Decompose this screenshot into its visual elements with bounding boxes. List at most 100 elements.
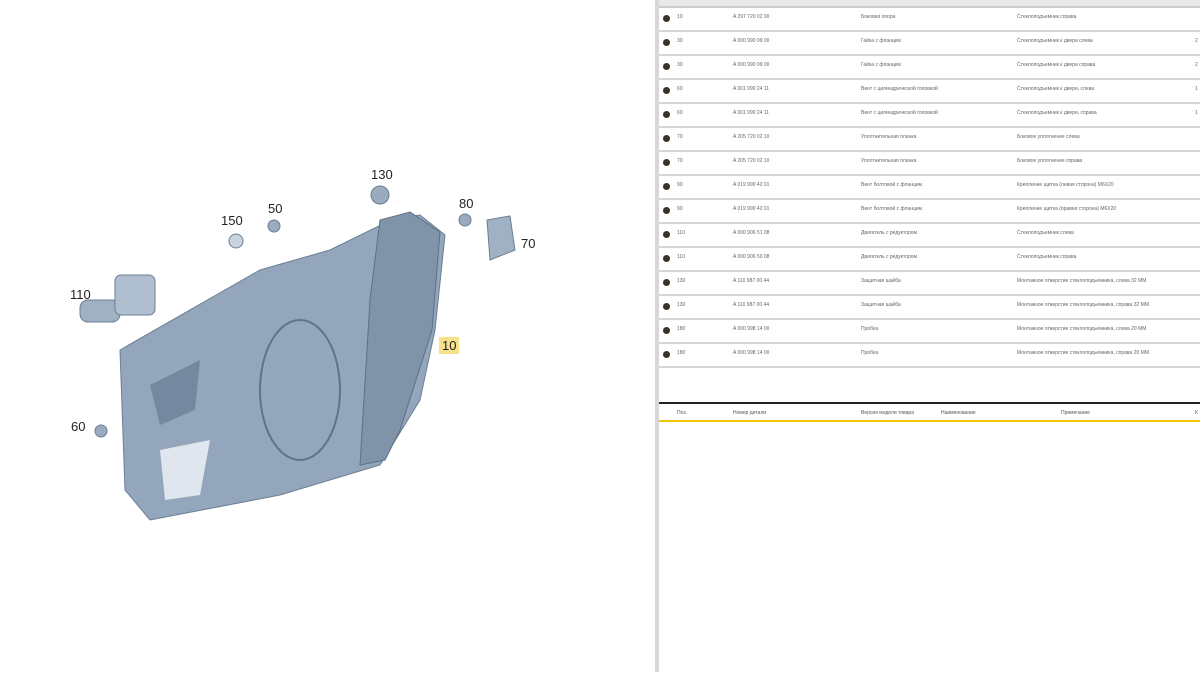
- cell-name: Уплотнительная планка: [861, 134, 917, 140]
- cell-name: Уплотнительная планка: [861, 158, 917, 164]
- cell-pos: 110: [677, 254, 685, 260]
- cell-qty: 1: [1195, 86, 1198, 92]
- cart-icon[interactable]: [663, 159, 670, 166]
- plug-150: [228, 233, 244, 249]
- cell-note: Стеклоподъемник справа: [1017, 254, 1077, 260]
- parts-diagram: 130 50 150 80 70 110 10 60: [70, 167, 536, 521]
- nut-50: [267, 219, 281, 233]
- cable: [259, 319, 341, 461]
- cell-name: Пробка: [861, 326, 879, 332]
- header-qty[interactable]: К: [1195, 410, 1198, 416]
- cell-pos: 30: [677, 62, 683, 68]
- cell-note: Стеклоподъемник к двери, справа: [1017, 110, 1097, 116]
- table-header: Поз. Номер детали Версия модели товара Н…: [659, 402, 1200, 422]
- motor-110: [79, 274, 156, 323]
- cart-icon[interactable]: [663, 279, 670, 286]
- cell-qty: 1: [1195, 110, 1198, 116]
- header-name[interactable]: Наименование: [941, 410, 976, 416]
- cell-note: Стеклоподъемник справа: [1017, 14, 1077, 20]
- callout-50[interactable]: 50: [268, 201, 283, 216]
- cell-part: A 205 720 02 10: [733, 158, 770, 164]
- callout-80[interactable]: 80: [459, 196, 474, 211]
- cell-pos: 70: [677, 134, 683, 140]
- cell-note: Монтажное отверстие стеклоподъемника, сл…: [1017, 278, 1147, 284]
- table-top-bar: [659, 0, 1200, 8]
- cart-icon[interactable]: [663, 135, 670, 142]
- cell-part: A 001 990 24 11: [733, 110, 770, 116]
- table-row[interactable]: 30 A 000 990 99 00 Гайка с фланцем Стеклопо…: [659, 32, 1200, 56]
- cell-pos: 130: [677, 278, 686, 284]
- cell-pos: 30: [677, 38, 683, 44]
- cell-name: Винт с цилиндрической головкой: [861, 86, 938, 92]
- cell-part: A 000 998 14 00: [733, 350, 770, 356]
- cell-pos: 70: [677, 158, 683, 164]
- panel-opening: [160, 440, 210, 500]
- callout-60[interactable]: 60: [71, 419, 86, 434]
- cart-icon[interactable]: [663, 183, 670, 190]
- cell-note: Боковое уплотнение слева: [1017, 134, 1080, 140]
- callout-150[interactable]: 150: [221, 213, 243, 228]
- cell-part: A 001 990 24 11: [733, 86, 770, 92]
- header-pos[interactable]: Поз.: [677, 410, 687, 416]
- callout-110[interactable]: 110: [70, 287, 91, 302]
- cart-icon[interactable]: [663, 327, 670, 334]
- header-part-number[interactable]: Номер детали: [733, 410, 767, 416]
- callout-10[interactable]: 10: [439, 337, 460, 354]
- screw-60: [94, 424, 108, 438]
- cell-part: A 000 990 99 00: [733, 38, 770, 44]
- cell-name: Гайка с фланцем: [861, 38, 901, 44]
- table-row[interactable]: 70 A 205 720 02 10 Уплотнительная планка Бо…: [659, 128, 1200, 152]
- cart-icon[interactable]: [663, 207, 670, 214]
- cart-icon[interactable]: [663, 63, 670, 70]
- cart-icon[interactable]: [663, 39, 670, 46]
- cell-part: A 000 906 50 08: [733, 254, 770, 260]
- cell-name: Винт болтовой с фланцем: [861, 206, 922, 212]
- cell-part: A 110 987 00 44: [733, 278, 770, 284]
- cell-name: Боковая опора: [861, 14, 896, 20]
- cell-pos: 180: [677, 350, 686, 356]
- cell-part: A 205 720 02 10: [733, 134, 770, 140]
- cell-name: Винт болтовой с фланцем: [861, 182, 922, 188]
- header-version[interactable]: Версия модели товара: [861, 410, 914, 416]
- cell-note: Боковое уплотнение справа: [1017, 158, 1083, 164]
- cart-icon[interactable]: [663, 303, 670, 310]
- cart-icon[interactable]: [663, 15, 670, 22]
- cart-icon[interactable]: [663, 255, 670, 262]
- cell-note: Крепление щитка (правая сторона) M6X20: [1017, 206, 1117, 212]
- cell-note: Стеклоподъемник к двери справа: [1017, 62, 1096, 68]
- callout-130[interactable]: 130: [371, 167, 393, 182]
- header-note[interactable]: Примечание: [1061, 410, 1090, 416]
- cell-pos: 90: [677, 182, 683, 188]
- cell-qty: 2: [1195, 38, 1198, 44]
- cart-icon[interactable]: [663, 351, 670, 358]
- cell-name: Защитная шайба: [861, 302, 901, 308]
- cell-pos: 130: [677, 302, 686, 308]
- rail: [359, 211, 441, 466]
- window-regulator-illustration: [79, 185, 516, 521]
- cart-icon[interactable]: [663, 231, 670, 238]
- callout-70[interactable]: 70: [521, 236, 536, 251]
- cell-note: Стеклоподъемник к двери слева: [1017, 38, 1093, 44]
- cell-note: Стеклоподъемник слева: [1017, 230, 1074, 236]
- cell-note: Монтажное отверстие стеклоподъемника, сп…: [1017, 302, 1149, 308]
- cart-icon[interactable]: [663, 87, 670, 94]
- table-row[interactable]: 70 A 205 720 02 10 Уплотнительная планка Бо…: [659, 152, 1200, 176]
- panel-divider[interactable]: [655, 0, 659, 672]
- cart-icon[interactable]: [663, 111, 670, 118]
- cell-qty: 2: [1195, 62, 1198, 68]
- cell-note: Крепление щитка (левая сторона) M6X20: [1017, 182, 1114, 188]
- cell-name: Двигатель с редуктором: [861, 230, 917, 236]
